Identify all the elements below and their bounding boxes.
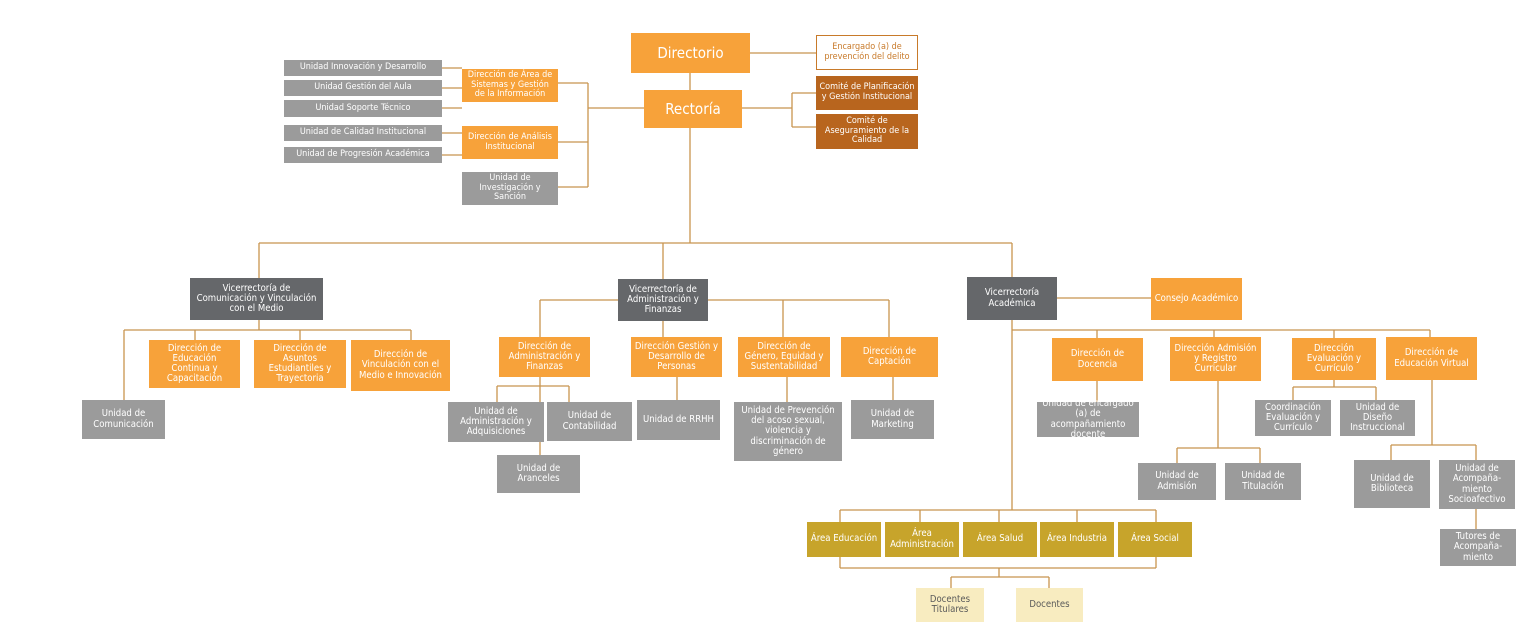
dir-sistemas-box: Dirección de Área de Sistemas y Gestión … <box>462 69 558 102</box>
area-educacion-box: Área Educación <box>807 522 881 557</box>
area-salud-box: Área Salud <box>963 522 1037 557</box>
unidad-admision-box: Unidad de Admisión <box>1138 463 1216 500</box>
dir-analisis-box: Dirección de Análisis Institucional <box>462 126 558 159</box>
unidad-comunicacion-box: Unidad de Comunicación <box>82 400 165 439</box>
unidad-adquisiciones-box: Unidad de Administración y Adquisiciones <box>448 402 544 442</box>
area-social-box: Área Social <box>1118 522 1192 557</box>
tutores-box: Tutores de Acompaña-miento <box>1440 529 1516 566</box>
unidad-acompanamiento-docente-box: Unidad de encargado (a) de acompañamient… <box>1037 398 1139 439</box>
consejo-academico-box: Consejo Académico <box>1151 278 1242 320</box>
unidad-soporte-box: Unidad Soporte Técnico <box>284 100 442 117</box>
unidad-socioafectivo-box: Unidad de Acompaña-miento Socioafectivo <box>1439 460 1515 509</box>
encargado-prevencion-box: Encargado (a) de prevención del delito <box>816 35 918 70</box>
coord-evaluacion-box: Coordinación Evaluación y Currículo <box>1255 400 1331 436</box>
vice-comunicacion-box: Vicerrectoría de Comunicación y Vinculac… <box>190 278 323 320</box>
unidad-prevencion-acoso-box: Unidad de Prevención del acoso sexual, v… <box>734 402 842 461</box>
dir-educacion-continua-box: Dirección de Educación Continua y Capaci… <box>149 340 240 388</box>
unidad-aranceles-box: Unidad de Aranceles <box>497 455 580 493</box>
dir-gestion-personas-box: Dirección Gestión y Desarrollo de Person… <box>631 337 722 377</box>
unidad-progresion-box: Unidad de Progresión Académica <box>284 147 442 163</box>
dir-educacion-virtual-box: Dirección de Educación Virtual <box>1386 337 1477 380</box>
unidad-investigacion-box: Unidad de Investigación y Sanción <box>462 172 558 205</box>
vice-administracion-box: Vicerrectoría de Administración y Finanz… <box>618 279 708 321</box>
unidad-rrhh-box: Unidad de RRHH <box>637 400 720 440</box>
rectoria-box: Rectoría <box>644 90 742 128</box>
unidad-gestion-aula-box: Unidad Gestión del Aula <box>284 80 442 96</box>
comite-planificacion-box: Comité de Planificación y Gestión Instit… <box>816 76 918 110</box>
dir-docencia-box: Dirección de Docencia <box>1052 338 1143 381</box>
dir-genero-box: Dirección de Género, Equidad y Sustentab… <box>738 337 830 377</box>
unidad-biblioteca-box: Unidad de Biblioteca <box>1354 460 1430 508</box>
area-administracion-box: Área Administración <box>885 522 959 557</box>
dir-admin-finanzas-box: Dirección de Administración y Finanzas <box>499 337 590 377</box>
unidad-diseno-box: Unidad de Diseño Instruccional <box>1340 400 1415 436</box>
comite-aseguramiento-box: Comité de Aseguramiento de la Calidad <box>816 114 918 149</box>
dir-vinculacion-box: Dirección de Vinculación con el Medio e … <box>351 340 450 391</box>
unidad-marketing-box: Unidad de Marketing <box>851 400 934 439</box>
unidad-innovacion-box: Unidad Innovación y Desarrollo <box>284 60 442 76</box>
dir-admision-box: Dirección Admisión y Registro Curricular <box>1170 337 1261 381</box>
vice-academica-box: Vicerrectoría Académica <box>967 277 1057 320</box>
docentes-titulares-box: Docentes Titulares <box>916 588 984 622</box>
dir-evaluacion-box: Dirección Evaluación y Currículo <box>1292 338 1376 380</box>
directorio-box: Directorio <box>631 33 750 73</box>
dir-asuntos-estudiantiles-box: Dirección de Asuntos Estudiantiles y Tra… <box>254 340 346 388</box>
unidad-titulacion-box: Unidad de Titulación <box>1225 463 1301 500</box>
area-industria-box: Área Industria <box>1040 522 1114 557</box>
dir-captacion-box: Dirección de Captación <box>841 337 938 377</box>
docentes-box: Docentes <box>1016 588 1083 622</box>
unidad-contabilidad-box: Unidad de Contabilidad <box>547 402 632 441</box>
unidad-calidad-box: Unidad de Calidad Institucional <box>284 125 442 141</box>
